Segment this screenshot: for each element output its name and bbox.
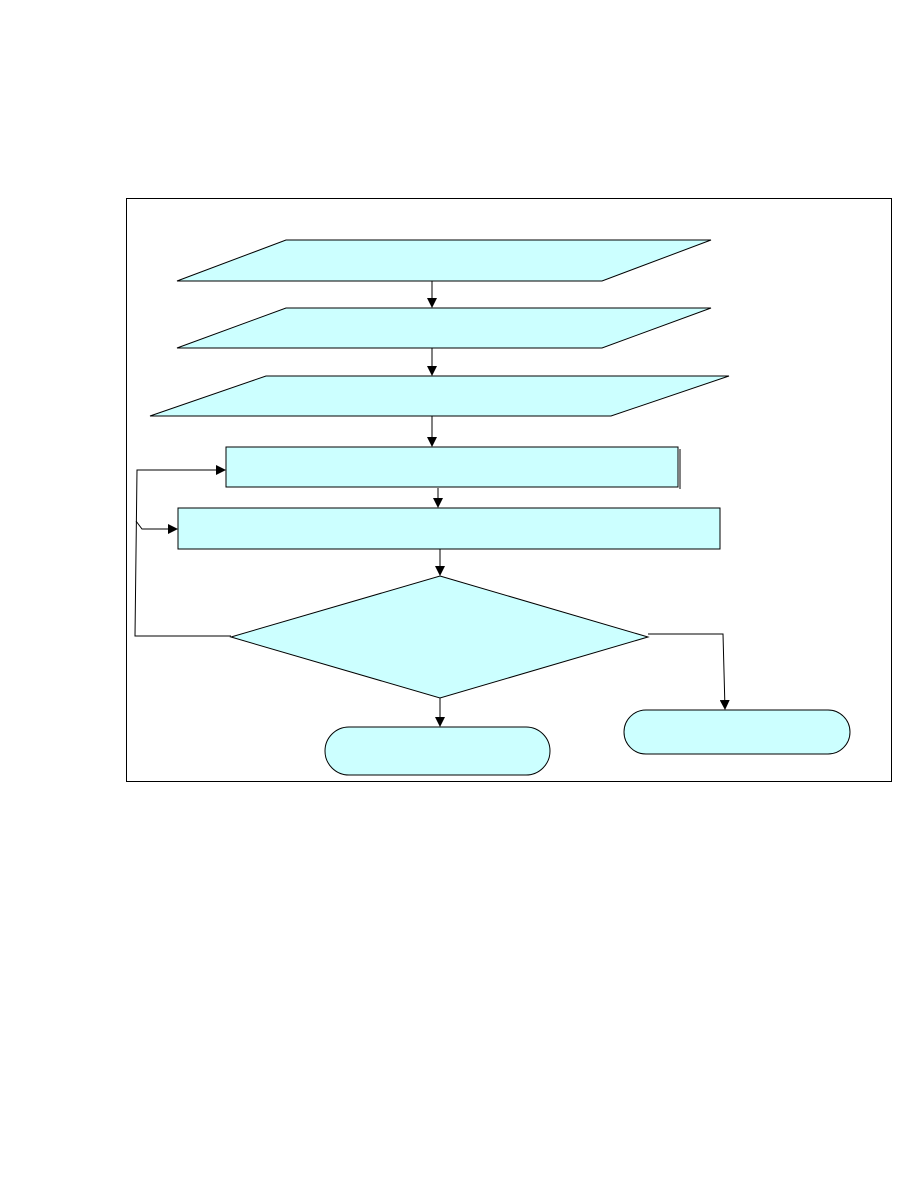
diagram-frame <box>126 198 892 782</box>
terminal-right <box>623 709 851 755</box>
input-parallelogram-1 <box>176 239 712 282</box>
edge-loop-to-process1 <box>134 465 231 637</box>
edge-decision-terminal-right <box>648 633 730 710</box>
input-parallelogram-2 <box>176 307 712 349</box>
process-box-1 <box>225 446 681 489</box>
terminal-left <box>324 726 551 776</box>
process-box-2 <box>177 507 721 550</box>
edge-loop-to-process2 <box>135 520 178 534</box>
input-parallelogram-3 <box>149 375 730 417</box>
